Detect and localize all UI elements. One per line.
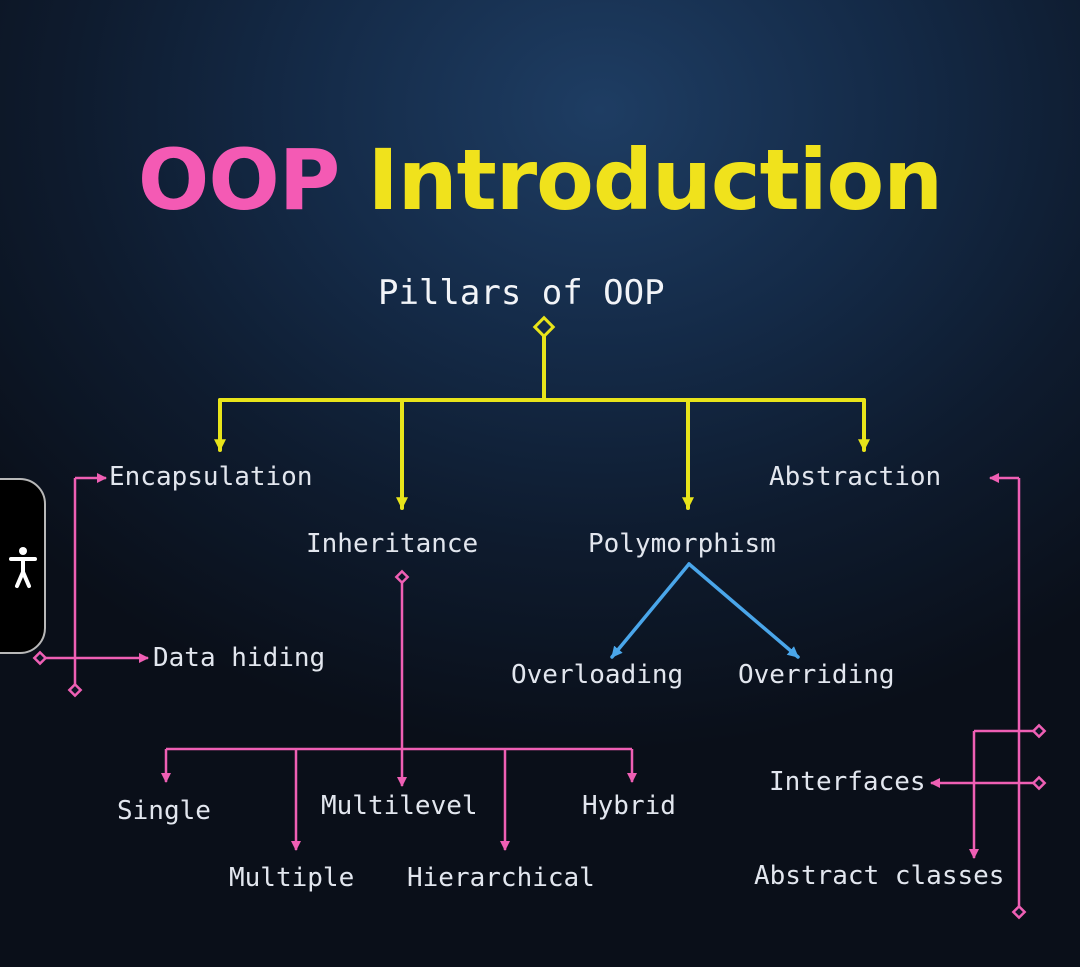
- inherit-diamond: [394, 569, 410, 585]
- abstr-diamond-mid: [1031, 775, 1047, 791]
- root-node-label: Pillars of OOP: [378, 273, 665, 313]
- title-introduction: Introduction: [367, 131, 944, 229]
- overloading-label: Overloading: [511, 660, 684, 690]
- inheritance-connectors: [161, 569, 637, 851]
- accessibility-icon[interactable]: [8, 544, 38, 590]
- multiple-label: Multiple: [229, 863, 355, 893]
- abstr-diamond-top: [1031, 723, 1047, 739]
- encap-diamond-bottom: [67, 682, 83, 698]
- inheritance-label: Inheritance: [306, 529, 479, 559]
- encapsulation-label: Encapsulation: [109, 462, 313, 492]
- hybrid-label: Hybrid: [582, 791, 676, 821]
- single-label: Single: [117, 796, 211, 826]
- encapsulation-connectors: [32, 473, 149, 698]
- title-oop: OOP: [137, 131, 340, 229]
- polymorphism-label: Polymorphism: [588, 529, 776, 559]
- abstr-diamond-bottom: [1011, 904, 1027, 920]
- root-diamond: [532, 315, 556, 339]
- encap-diamond-left: [32, 650, 48, 666]
- overriding-label: Overriding: [738, 660, 895, 690]
- abstract-classes-label: Abstract classes: [754, 861, 1005, 891]
- page-title: OOP Introduction: [0, 138, 1080, 222]
- interfaces-label: Interfaces: [769, 767, 926, 797]
- abstraction-label: Abstraction: [769, 462, 942, 492]
- multilevel-label: Multilevel: [321, 791, 478, 821]
- polymorphism-connectors: [610, 562, 800, 659]
- yellow-connectors: [214, 315, 870, 510]
- hierarchical-label: Hierarchical: [407, 863, 595, 893]
- data-hiding-label: Data hiding: [153, 643, 326, 673]
- abstraction-connectors: [930, 473, 1047, 920]
